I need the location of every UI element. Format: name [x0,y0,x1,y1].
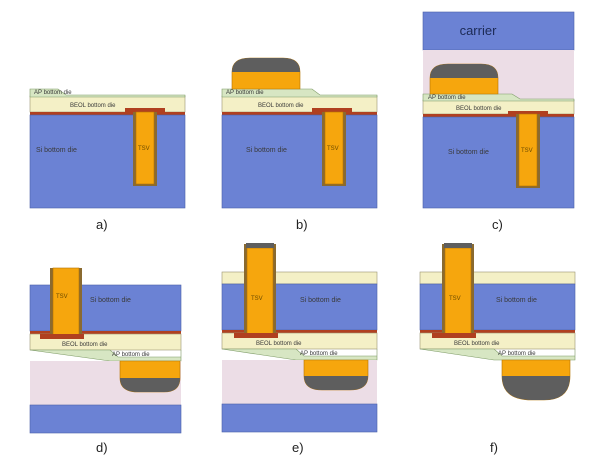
top-layer-label: AP bottom die [112,352,150,358]
pad [40,334,84,339]
silicon-label: Si bottom die [36,147,77,154]
beol-label: BEOL bottom die [70,103,116,109]
carrier [29,404,182,434]
silicon-label: Si bottom die [300,297,341,304]
tsv-label: TSV [251,296,263,302]
metal-line [222,330,377,333]
carrier [422,11,575,51]
panel-c: carrier AP bottom die BEOL bottom die Si… [422,11,575,232]
silicon-label: Si bottom die [448,149,489,156]
panel-label-e: e) [292,440,304,455]
top-layer-label: AP bottom die [498,351,536,357]
panel-label-b: b) [296,217,308,232]
silicon-label: Si bottom die [496,297,537,304]
tsv [444,247,472,335]
beol-label: BEOL bottom die [454,341,500,347]
top-layer-label: AP bottom die [34,90,72,96]
panel-b: AP bottom die BEOL bottom die Si bottom … [221,57,378,232]
top-layer-label: AP bottom die [226,90,264,96]
panel-label-a: a) [96,217,108,232]
bump-cap [304,376,368,390]
metal-line [222,112,377,115]
panel-f: Si bottom die TSV BEOL bottom die AP bot… [419,243,576,455]
top-layer-label: AP bottom die [300,351,338,357]
pad [312,108,352,113]
tsv-label: TSV [138,146,150,152]
pad [508,111,548,116]
pad [234,333,278,338]
carrier [221,403,378,433]
silicon-layer [422,116,575,209]
top-layer [29,349,182,362]
tsv [135,111,155,185]
beol-label: BEOL bottom die [62,342,108,348]
beol-label: BEOL bottom die [256,341,302,347]
tsv [52,267,80,337]
tsv-label: TSV [521,148,533,154]
panel-e: Si bottom die TSV BEOL bottom die AP bot… [221,243,378,455]
tsv-cap [444,243,472,248]
beol-label: BEOL bottom die [258,103,304,109]
metal-line [423,114,574,117]
panel-label-f: f) [490,440,498,455]
tsv [518,113,538,187]
metal-line [30,112,185,115]
silicon-layer [29,114,186,209]
tsv-label: TSV [56,294,68,300]
panel-label-c: c) [492,217,503,232]
metal-line [420,330,575,333]
pad [125,108,165,113]
panel-d: Si bottom die TSV BEOL bottom die AP bot… [29,267,182,455]
silicon-layer [221,114,378,209]
tsv [246,247,274,335]
bump-cap [232,58,300,72]
panel-label-d: d) [96,440,108,455]
bump-cap [430,64,498,78]
top-layer [29,88,186,98]
pad [432,333,476,338]
tsv-label: TSV [327,146,339,152]
bump-cap [120,378,180,392]
bump-cap [502,376,570,400]
tsv-label: TSV [449,296,461,302]
tsv-cap [246,243,274,248]
silicon-label: Si bottom die [90,297,131,304]
panel-a: AP bottom die BEOL bottom die Si bottom … [29,88,186,232]
top-layer-label: AP bottom die [428,95,466,101]
beol-label: BEOL bottom die [456,106,502,112]
metal-line [30,331,181,334]
silicon-label: Si bottom die [246,147,287,154]
carrier-label: carrier [460,23,498,38]
tsv [324,111,344,185]
